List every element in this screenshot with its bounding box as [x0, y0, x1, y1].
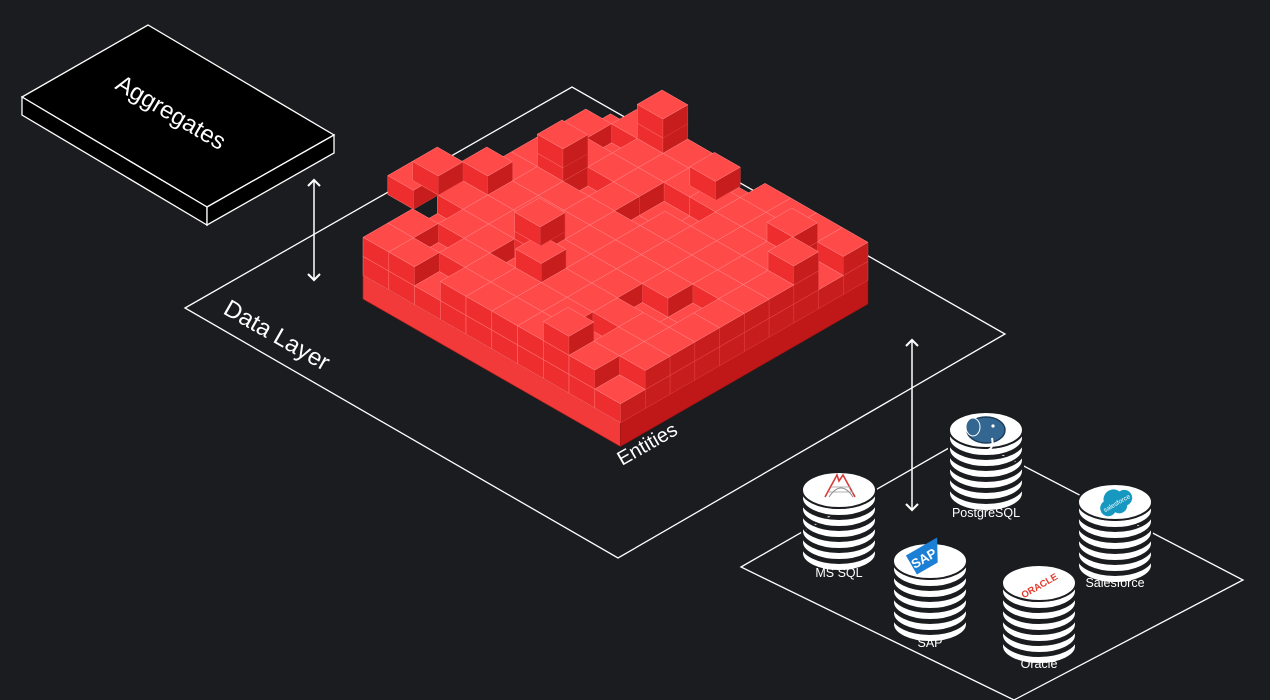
database-disc	[1001, 615, 1077, 643]
database-sap: SAP SAP	[892, 537, 968, 650]
database-disc	[801, 533, 877, 561]
ms-sql-icon	[824, 473, 856, 498]
entity-cube	[412, 146, 464, 196]
database-disc	[892, 604, 968, 632]
entity-cube	[767, 236, 819, 286]
data-layer-label: Data Layer	[219, 295, 334, 377]
database-oracle: ORACLE Oracle	[1001, 564, 1077, 671]
entity-cube	[568, 340, 620, 390]
database-label: SAP	[917, 636, 942, 650]
database-disc	[801, 544, 877, 572]
database-disc	[801, 511, 877, 539]
entity-cube	[619, 341, 671, 390]
entity-cube	[637, 89, 689, 139]
entities-stack: Entities	[362, 89, 869, 470]
sources-plane-outline	[739, 436, 1245, 700]
database-disc	[892, 615, 968, 643]
database-disc	[1077, 545, 1153, 573]
database-disc	[801, 500, 877, 528]
aggregates-block-right-side	[206, 133, 335, 227]
database-postgresql: PostgreSQL	[948, 411, 1024, 520]
entity-cube	[537, 119, 589, 169]
database-disc	[948, 451, 1024, 479]
entity-cube	[461, 146, 513, 196]
database-label: MS SQL	[815, 566, 862, 580]
entity-cube	[689, 152, 741, 201]
database-disc	[1077, 523, 1153, 551]
database-label: PostgreSQL	[952, 506, 1020, 520]
database-disc	[1077, 556, 1153, 584]
database-top	[801, 471, 877, 509]
database-ms-sql: MS SQL	[801, 471, 877, 580]
database-disc	[892, 571, 968, 599]
database-salesforce: salesforce Salesforce	[1077, 483, 1153, 590]
database-disc	[1001, 626, 1077, 654]
database-disc	[948, 462, 1024, 490]
entity-cube	[514, 197, 566, 247]
database-disc	[892, 582, 968, 610]
database-disc	[948, 440, 1024, 468]
database-disc	[948, 473, 1024, 501]
database-disc	[892, 593, 968, 621]
database-disc	[1001, 604, 1077, 632]
database-disc	[948, 484, 1024, 512]
salesforce-cloud-icon: salesforce	[1100, 489, 1133, 517]
database-top	[1001, 564, 1077, 602]
database-label: Oracle	[1021, 657, 1058, 671]
database-label: Salesforce	[1085, 576, 1144, 590]
database-disc	[1077, 534, 1153, 562]
entities-cubes	[362, 89, 869, 447]
aggregates-block: Aggregates	[20, 24, 336, 227]
database-disc	[1001, 593, 1077, 621]
postgresql-elephant-icon	[965, 416, 1006, 451]
sources-plane	[739, 436, 1245, 700]
database-disc	[1001, 637, 1077, 665]
entity-cube	[388, 237, 440, 287]
entity-cube	[594, 374, 646, 424]
entity-cube	[642, 269, 694, 318]
database-disc	[1077, 512, 1153, 540]
entity-cube	[543, 307, 595, 356]
database-disc	[801, 522, 877, 550]
